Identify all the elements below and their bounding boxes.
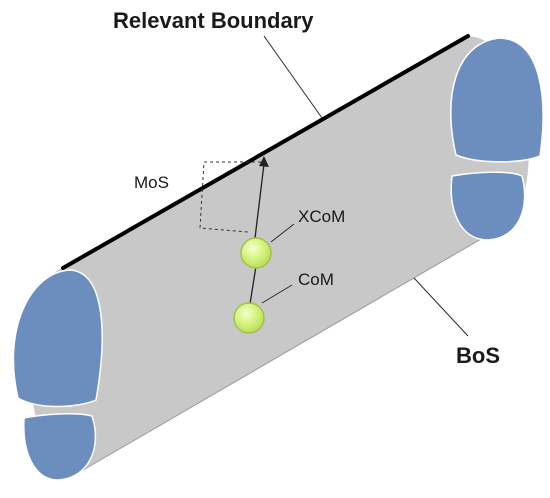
right-heel-icon: [450, 171, 526, 241]
bos-leader: [413, 277, 469, 337]
com-xcom-connector: [249, 265, 257, 305]
xcom-label: XCoM: [298, 207, 346, 226]
bos-bottom-edge: [77, 227, 501, 474]
left-heel-icon: [23, 413, 97, 481]
mos-arrow-head: [259, 156, 269, 167]
relevant-boundary-line: [61, 34, 470, 270]
relevant-boundary-label: Relevant Boundary: [113, 8, 314, 33]
relevant-boundary-leader: [263, 35, 323, 119]
left-forefoot-icon: [12, 269, 103, 408]
right-forefoot-icon: [450, 37, 544, 163]
com-leader: [261, 284, 293, 304]
xcom-marker: [240, 237, 272, 269]
bos-label: BoS: [456, 343, 500, 368]
com-label: CoM: [298, 270, 334, 289]
mos-arrow-shaft: [254, 163, 265, 239]
mos-dashed-bracket: [199, 161, 261, 233]
com-marker: [233, 302, 265, 334]
xcom-leader: [270, 223, 295, 243]
bos-region: [29, 36, 529, 474]
mos-label: MoS: [134, 173, 169, 192]
